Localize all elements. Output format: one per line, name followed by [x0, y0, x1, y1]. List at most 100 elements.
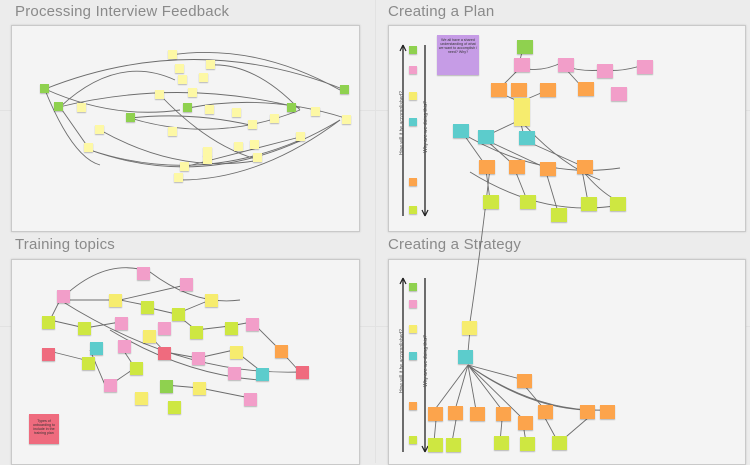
- plan-sticky-note[interactable]: [540, 162, 556, 176]
- plan-sticky-note[interactable]: [577, 160, 593, 174]
- plan-sticky-note[interactable]: [517, 40, 533, 54]
- feedback-sticky-note[interactable]: [234, 142, 243, 151]
- connector-line[interactable]: [169, 51, 341, 91]
- training-sticky-note[interactable]: [82, 357, 95, 370]
- training-note-sticky[interactable]: Types of onboarding to include in the tr…: [29, 414, 59, 444]
- connector-line[interactable]: [519, 119, 601, 181]
- feedback-sticky-note[interactable]: [250, 140, 259, 149]
- plan-sticky-note[interactable]: [479, 160, 495, 174]
- training-sticky-note[interactable]: [172, 308, 185, 321]
- strategy-sticky-note[interactable]: [462, 321, 477, 335]
- plan-legend-sticky[interactable]: [409, 66, 417, 74]
- feedback-sticky-note[interactable]: [174, 173, 183, 182]
- feedback-sticky-note[interactable]: [287, 103, 296, 112]
- feedback-sticky-note[interactable]: [95, 125, 104, 134]
- training-sticky-note[interactable]: [160, 380, 173, 393]
- training-sticky-note[interactable]: [256, 368, 269, 381]
- connector-line[interactable]: [129, 115, 251, 126]
- training-sticky-note[interactable]: [42, 316, 55, 329]
- connector-line[interactable]: [89, 119, 341, 168]
- training-sticky-note[interactable]: [57, 290, 70, 303]
- feedback-sticky-note[interactable]: [168, 127, 177, 136]
- connector-line[interactable]: [44, 88, 181, 113]
- training-sticky-note[interactable]: [90, 342, 103, 355]
- strategy-sticky-note[interactable]: [448, 406, 463, 420]
- strategy-sticky-note[interactable]: [600, 405, 615, 419]
- frame-title-processing-interview-feedback[interactable]: Processing Interview Feedback: [15, 3, 230, 20]
- frame-title-creating-a-strategy[interactable]: Creating a Strategy: [388, 236, 522, 253]
- feedback-sticky-note[interactable]: [168, 50, 177, 59]
- plan-sticky-note[interactable]: [478, 130, 494, 144]
- plan-sticky-note[interactable]: [514, 112, 530, 126]
- feedback-sticky-note[interactable]: [178, 75, 187, 84]
- plan-sticky-note[interactable]: [453, 124, 469, 138]
- connector-line[interactable]: [467, 364, 525, 421]
- strategy-sticky-note[interactable]: [494, 436, 509, 450]
- feedback-sticky-note[interactable]: [188, 88, 197, 97]
- training-sticky-note[interactable]: [141, 301, 154, 314]
- plan-sticky-note[interactable]: [509, 160, 525, 174]
- strategy-sticky-note[interactable]: [428, 407, 443, 421]
- connector-line[interactable]: [44, 59, 346, 91]
- strategy-sticky-note[interactable]: [496, 407, 511, 421]
- strategy-sticky-note[interactable]: [552, 436, 567, 450]
- plan-sticky-note[interactable]: [551, 208, 567, 222]
- training-sticky-note[interactable]: [168, 401, 181, 414]
- training-sticky-note[interactable]: [115, 317, 128, 330]
- training-sticky-note[interactable]: [193, 382, 206, 395]
- training-sticky-note[interactable]: [205, 294, 218, 307]
- training-sticky-note[interactable]: [130, 362, 143, 375]
- strategy-sticky-note[interactable]: [580, 405, 595, 419]
- connector-line[interactable]: [467, 364, 503, 411]
- plan-sticky-note[interactable]: [581, 197, 597, 211]
- training-sticky-note[interactable]: [228, 367, 241, 380]
- plan-sticky-note[interactable]: [637, 60, 653, 74]
- training-sticky-note[interactable]: [230, 346, 243, 359]
- plan-sticky-note[interactable]: [514, 58, 530, 72]
- training-sticky-note[interactable]: [180, 278, 193, 291]
- plan-sticky-note[interactable]: [511, 83, 527, 97]
- connector-line[interactable]: [467, 364, 606, 411]
- plan-sticky-note[interactable]: [514, 98, 530, 112]
- strategy-sticky-note[interactable]: [538, 405, 553, 419]
- feedback-sticky-note[interactable]: [54, 102, 63, 111]
- plan-legend-sticky[interactable]: [409, 178, 417, 186]
- training-sticky-note[interactable]: [118, 340, 131, 353]
- connector-line[interactable]: [149, 271, 241, 302]
- training-sticky-note[interactable]: [78, 322, 91, 335]
- strategy-sticky-note[interactable]: [520, 437, 535, 451]
- training-sticky-note[interactable]: [296, 366, 309, 379]
- connector-line[interactable]: [129, 109, 301, 130]
- connector-line[interactable]: [209, 64, 301, 111]
- feedback-sticky-note[interactable]: [248, 120, 257, 129]
- training-sticky-note[interactable]: [143, 330, 156, 343]
- strategy-legend-sticky[interactable]: [409, 283, 417, 291]
- connector-line[interactable]: [454, 364, 469, 411]
- training-sticky-note[interactable]: [135, 392, 148, 405]
- feedback-sticky-note[interactable]: [232, 108, 241, 117]
- feedback-sticky-note[interactable]: [199, 73, 208, 82]
- feedback-sticky-note[interactable]: [155, 90, 164, 99]
- training-sticky-note[interactable]: [246, 318, 259, 331]
- plan-legend-sticky[interactable]: [409, 92, 417, 100]
- strategy-sticky-note[interactable]: [458, 350, 473, 364]
- plan-sticky-note[interactable]: [491, 83, 507, 97]
- connector-line[interactable]: [159, 94, 261, 161]
- connector-line[interactable]: [469, 167, 491, 323]
- connector-line[interactable]: [109, 329, 261, 381]
- strategy-legend-sticky[interactable]: [409, 300, 417, 308]
- feedback-sticky-note[interactable]: [77, 103, 86, 112]
- connector-line[interactable]: [467, 364, 477, 411]
- strategy-sticky-note[interactable]: [428, 438, 443, 452]
- feedback-sticky-note[interactable]: [342, 115, 351, 124]
- connector-line[interactable]: [432, 364, 469, 413]
- feedback-sticky-note[interactable]: [203, 155, 212, 164]
- feedback-sticky-note[interactable]: [270, 114, 279, 123]
- training-sticky-note[interactable]: [137, 267, 150, 280]
- strategy-legend-sticky[interactable]: [409, 352, 417, 360]
- training-sticky-note[interactable]: [104, 379, 117, 392]
- plan-sticky-note[interactable]: [483, 195, 499, 209]
- plan-sticky-note[interactable]: [597, 64, 613, 78]
- frame-title-training-topics[interactable]: Training topics: [15, 236, 115, 253]
